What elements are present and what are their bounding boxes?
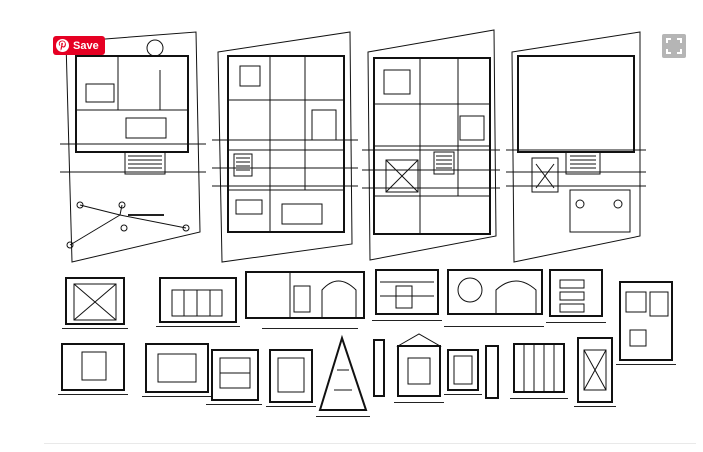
expand-icon xyxy=(666,38,682,54)
detail-row-2 xyxy=(58,333,616,417)
pinterest-save-button[interactable]: Save xyxy=(53,36,105,55)
floor-plan-3 xyxy=(362,29,500,261)
save-label: Save xyxy=(73,39,99,52)
detail-row-1 xyxy=(62,269,676,365)
floor-plan-1 xyxy=(60,31,206,263)
floor-plan-2 xyxy=(212,31,358,263)
divider xyxy=(44,443,696,444)
pinterest-icon xyxy=(56,39,69,52)
expand-image-button[interactable] xyxy=(662,34,686,58)
floor-plan-4 xyxy=(506,31,646,263)
